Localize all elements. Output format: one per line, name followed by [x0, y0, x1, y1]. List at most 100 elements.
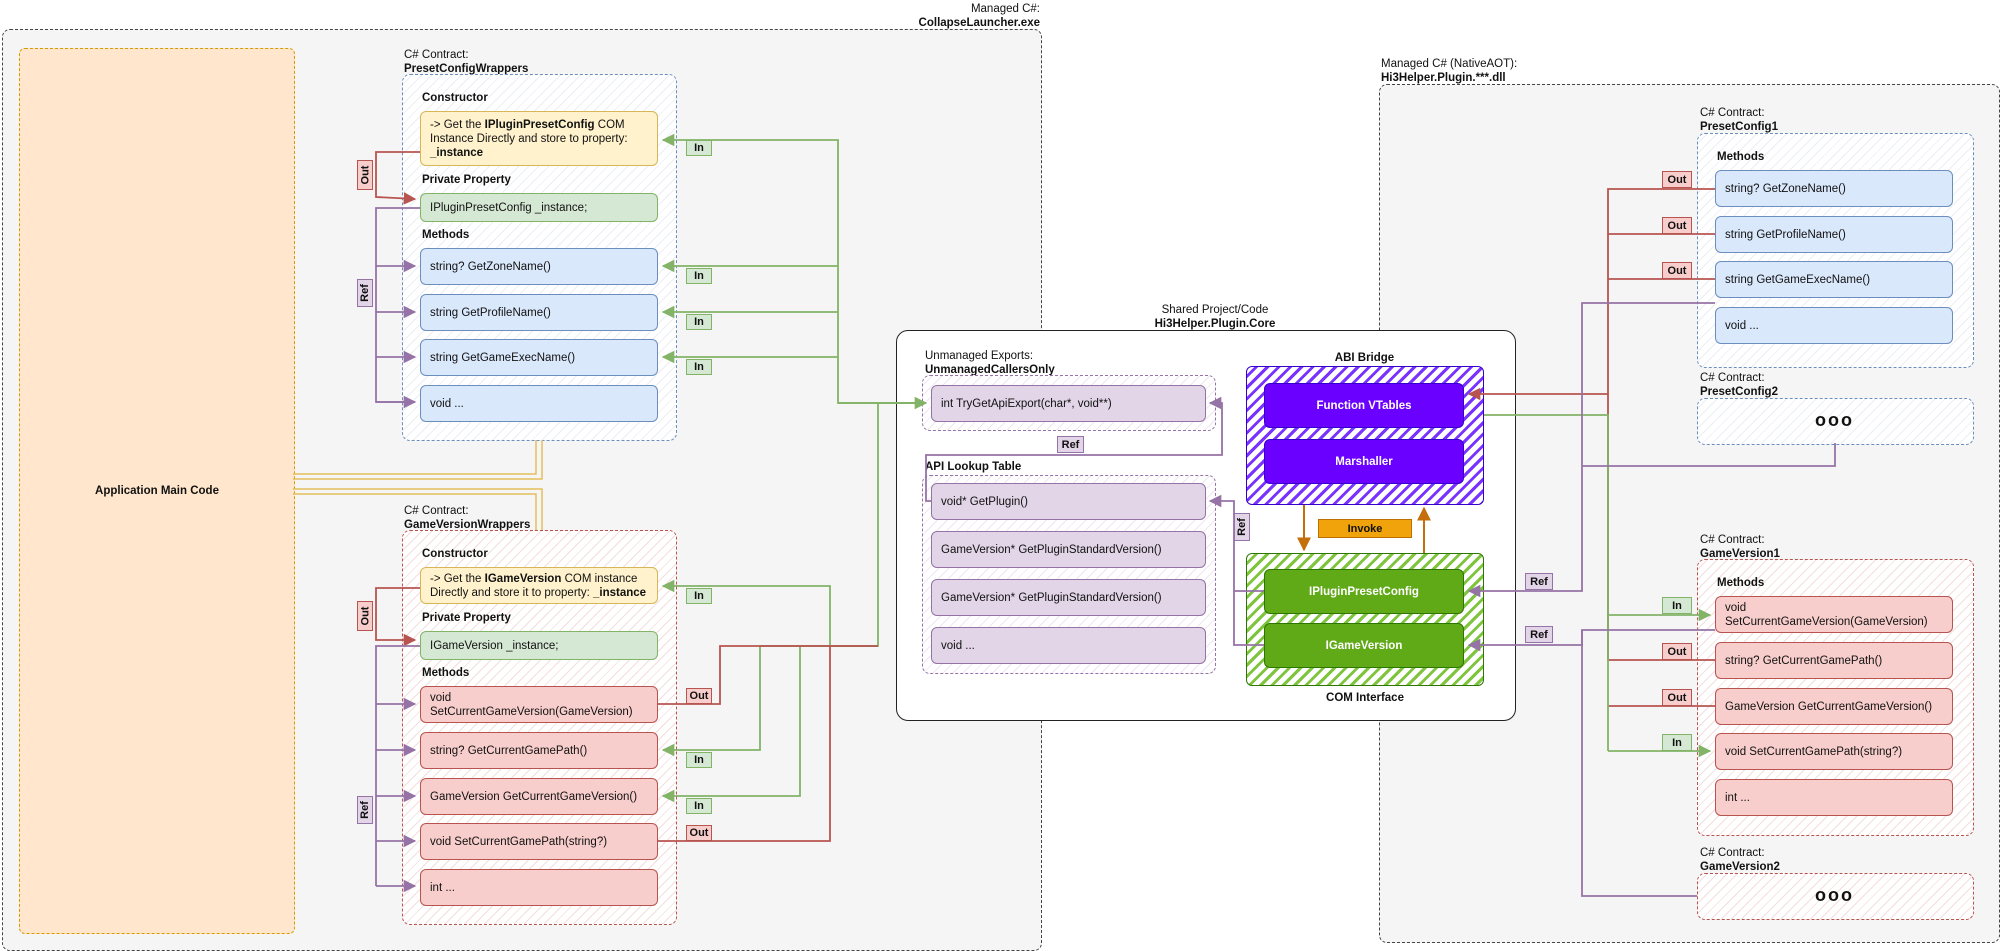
preset-config1-more[interactable]: void ...	[1715, 307, 1953, 344]
application-main-code-label: Application Main Code	[95, 485, 219, 497]
tag-out-vertical: Out	[357, 601, 373, 631]
preset-config2-caption: C# Contract: PresetConfig2	[1700, 371, 1778, 399]
ipluginpresetconfig-box[interactable]: IPluginPresetConfig	[1264, 569, 1464, 614]
shared-caption: Shared Project/Code Hi3Helper.Plugin.Cor…	[1100, 303, 1330, 331]
tag-ref-text: Ref	[359, 801, 372, 819]
tag-out-text: Out	[359, 606, 372, 626]
ctor-text-prefix: -> Get the	[430, 572, 485, 585]
api-lookup-label: API Lookup Table	[925, 461, 1022, 473]
tag-ref-vertical: Ref	[1234, 513, 1250, 541]
caption-line1: C# Contract:	[1700, 372, 1765, 384]
tag-in: In	[686, 752, 712, 768]
gameversion-method-set-current-game-version[interactable]: void SetCurrentGameVersion(GameVersion)	[420, 686, 658, 723]
game-version2-caption: C# Contract: GameVersion2	[1700, 846, 1780, 874]
preset-private-field[interactable]: IPluginPresetConfig _instance;	[420, 193, 658, 222]
tag-out: Out	[1662, 689, 1692, 706]
caption-line2: PresetConfig2	[1700, 386, 1778, 398]
app-links	[293, 440, 543, 530]
invoke-label: Invoke	[1318, 519, 1412, 538]
preset-config1-caption: C# Contract: PresetConfig1	[1700, 106, 1778, 134]
caption-line2: GameVersionWrappers	[404, 519, 531, 531]
preset-config1-get-game-exec-name[interactable]: string GetGameExecName()	[1715, 261, 1953, 298]
game-version1-get-current-game-path[interactable]: string? GetCurrentGamePath()	[1715, 642, 1953, 679]
ctor-property-name: _instance	[430, 146, 484, 159]
tag-out: Out	[1662, 643, 1692, 660]
ctor-text-mid: COM instance Directly and store it to pr…	[430, 572, 638, 599]
caption-line1: C# Contract:	[1700, 847, 1765, 859]
collapselauncher-caption: Managed C#: CollapseLauncher.exe	[840, 2, 1040, 30]
unmanaged-exports-caption: Unmanaged Exports: UnmanagedCallersOnly	[925, 349, 1055, 377]
lookup-get-plugin[interactable]: void* GetPlugin()	[931, 483, 1206, 520]
gameversion-method-get-current-game-version[interactable]: GameVersion GetCurrentGameVersion()	[420, 778, 658, 815]
tag-ref-vertical: Ref	[357, 279, 373, 307]
gameversion-method-more[interactable]: int ...	[420, 869, 658, 906]
tag-out: Out	[1662, 217, 1692, 234]
preset-wrappers-caption: C# Contract: PresetConfigWrappers	[404, 48, 528, 76]
region-caption-line2: CollapseLauncher.exe	[918, 17, 1040, 29]
caption-line2: UnmanagedCallersOnly	[925, 364, 1055, 376]
tag-in: In	[686, 588, 712, 604]
ctor-text-mid: COM Instance Directly and store to prope…	[430, 118, 628, 145]
application-main-code: Application Main Code	[19, 48, 295, 934]
lookup-more[interactable]: void ...	[931, 627, 1206, 664]
caption-line2: GameVersion2	[1700, 861, 1780, 873]
gameversion-constructor-box[interactable]: -> Get the IGameVersion COM instance Dir…	[420, 567, 658, 604]
caption-line1: Unmanaged Exports:	[925, 350, 1034, 362]
game-version1-caption: C# Contract: GameVersion1	[1700, 533, 1780, 561]
gameversion-method-get-current-game-path[interactable]: string? GetCurrentGamePath()	[420, 732, 658, 769]
plugin-caption: Managed C# (NativeAOT): Hi3Helper.Plugin…	[1381, 57, 1517, 85]
marshaller-box[interactable]: Marshaller	[1264, 439, 1464, 484]
preset-constructor-box[interactable]: -> Get the IPluginPresetConfig COM Insta…	[420, 111, 658, 166]
preset-config1-methods-label: Methods	[1717, 151, 1765, 163]
gameversion-private-field[interactable]: IGameVersion _instance;	[420, 631, 658, 660]
tag-out: Out	[1662, 262, 1692, 279]
gameversion-method-set-current-game-path[interactable]: void SetCurrentGamePath(string?)	[420, 823, 658, 860]
game-version2-contract	[1697, 873, 1974, 920]
game-version2-ellipsis: ooo	[1815, 885, 1854, 905]
caption-line2: GameVersion1	[1700, 548, 1780, 560]
tag-ref-vertical: Ref	[357, 796, 373, 824]
tag-in: In	[686, 140, 712, 156]
tag-ref-text: Ref	[359, 284, 372, 302]
lookup-get-plugin-standard-version-1[interactable]: GameVersion* GetPluginStandardVersion()	[931, 531, 1206, 568]
tag-ref: Ref	[1525, 626, 1553, 643]
tag-in: In	[1662, 734, 1692, 751]
preset-config1-get-zone-name[interactable]: string? GetZoneName()	[1715, 170, 1953, 207]
preset-method-get-profile-name[interactable]: string GetProfileName()	[420, 294, 658, 331]
caption-line1: C# Contract:	[1700, 534, 1765, 546]
tag-out-text: Out	[359, 165, 372, 185]
preset-constructor-label: Constructor	[422, 92, 488, 104]
preset-method-get-zone-name[interactable]: string? GetZoneName()	[420, 248, 658, 285]
game-version1-set-current-game-path[interactable]: void SetCurrentGamePath(string?)	[1715, 733, 1953, 770]
region-caption-line2: Hi3Helper.Plugin.***.dll	[1381, 72, 1506, 84]
tag-ref: Ref	[1525, 573, 1553, 590]
function-vtables-box[interactable]: Function VTables	[1264, 383, 1464, 428]
lookup-get-plugin-standard-version-2[interactable]: GameVersion* GetPluginStandardVersion()	[931, 579, 1206, 616]
region-caption-line1: Managed C#:	[970, 3, 1040, 15]
region-caption-line1: Managed C# (NativeAOT):	[1381, 58, 1518, 70]
caption-line2: PresetConfig1	[1700, 121, 1778, 133]
ctor-interface-name: IGameVersion	[484, 572, 562, 585]
export-try-get-api-export[interactable]: int TryGetApiExport(char*, void**)	[931, 385, 1206, 422]
preset-method-get-game-exec-name[interactable]: string GetGameExecName()	[420, 339, 658, 376]
preset-method-more[interactable]: void ...	[420, 385, 658, 422]
gameversion-wrappers-caption: C# Contract: GameVersionWrappers	[404, 504, 530, 532]
igameversion-box[interactable]: IGameVersion	[1264, 623, 1464, 668]
game-version1-more[interactable]: int ...	[1715, 779, 1953, 816]
gameversion-methods-label: Methods	[422, 667, 470, 679]
ctor-property-name: _instance	[592, 586, 647, 599]
tag-out: Out	[1662, 171, 1692, 188]
game-version1-set-current-game-version[interactable]: void SetCurrentGameVersion(GameVersion)	[1715, 596, 1953, 633]
game-version1-get-current-game-version[interactable]: GameVersion GetCurrentGameVersion()	[1715, 688, 1953, 725]
tag-in: In	[1662, 597, 1692, 614]
caption-line1: Shared Project/Code	[1161, 304, 1269, 316]
preset-config1-get-profile-name[interactable]: string GetProfileName()	[1715, 216, 1953, 253]
preset-methods-label: Methods	[422, 229, 470, 241]
gameversion-constructor-label: Constructor	[422, 548, 488, 560]
tag-in: In	[686, 268, 712, 284]
ctor-text-prefix: -> Get the	[430, 118, 485, 131]
tag-out: Out	[686, 825, 712, 841]
caption-line1: C# Contract:	[404, 505, 469, 517]
tag-out-vertical: Out	[357, 160, 373, 190]
